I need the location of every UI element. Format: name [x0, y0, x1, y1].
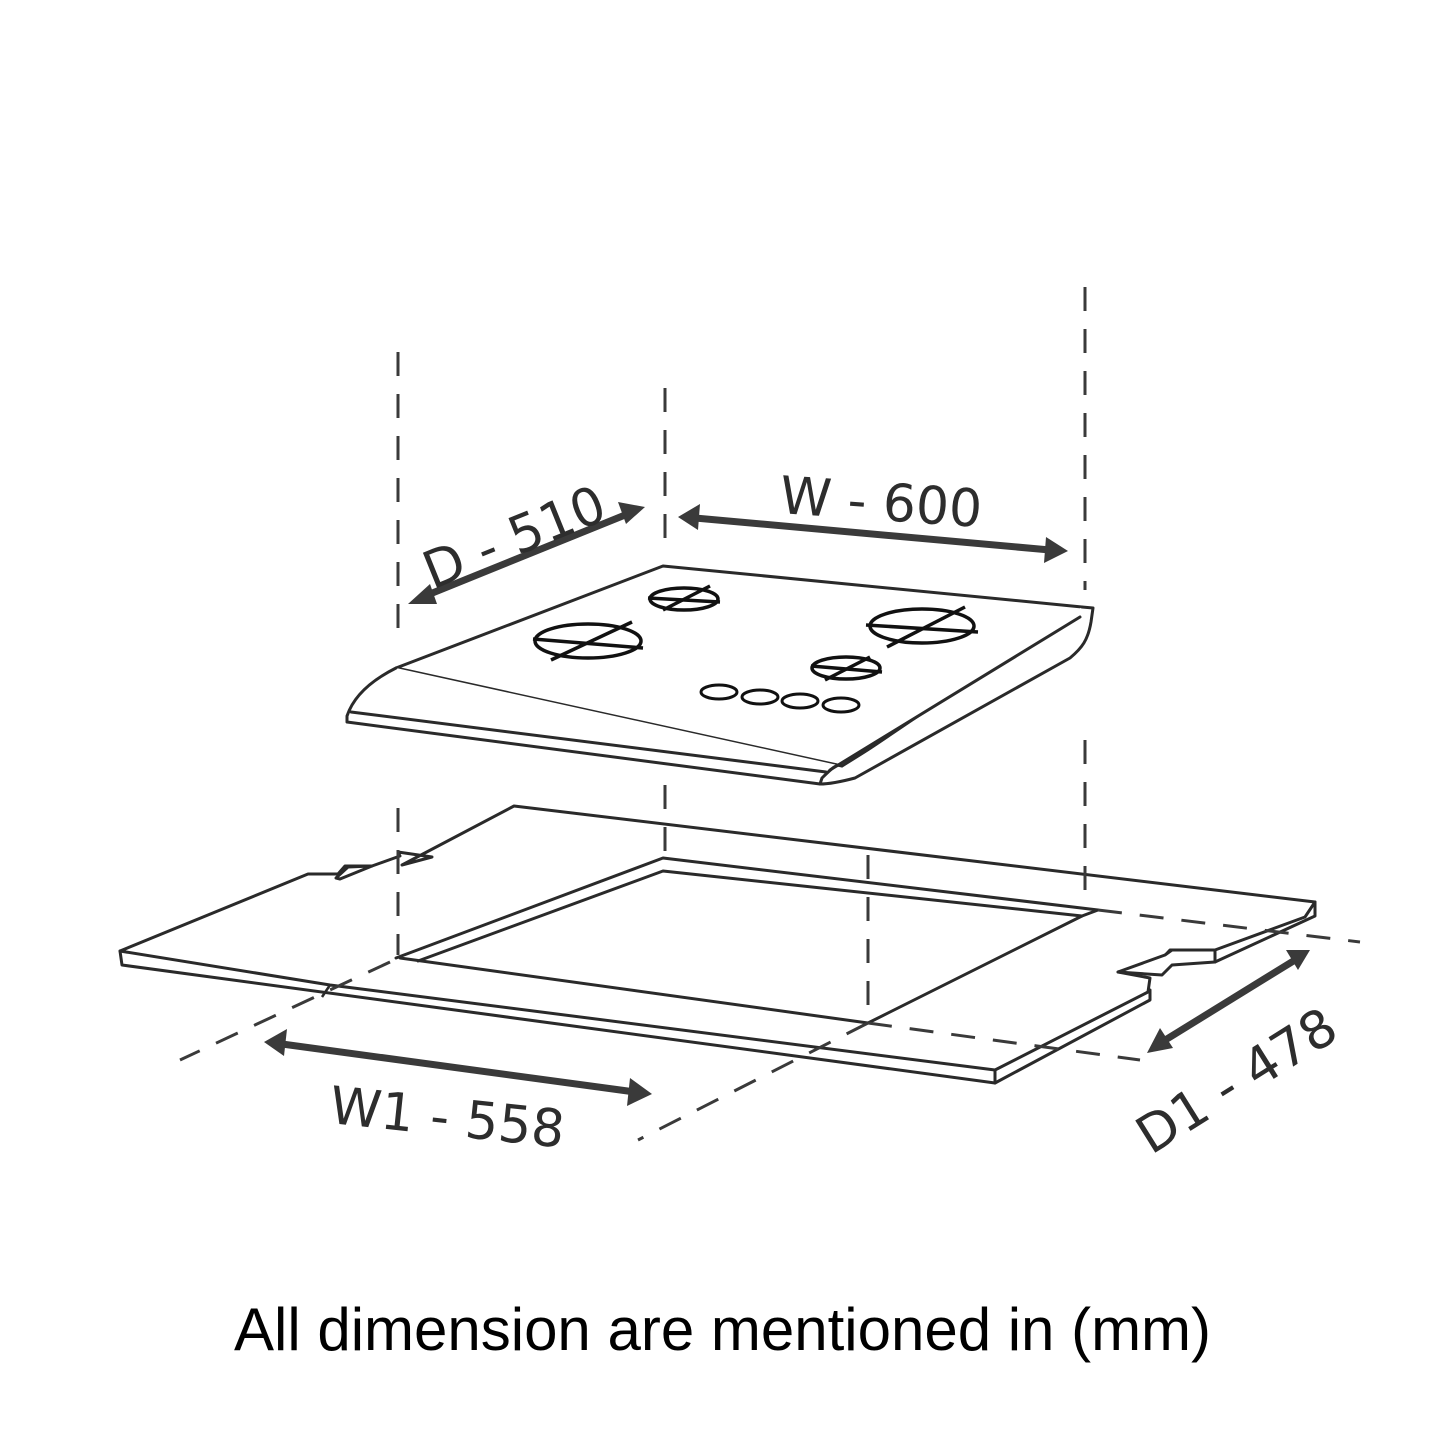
knob-1: [699, 683, 739, 701]
knob-4: [821, 696, 861, 714]
break-mark-right: [1116, 948, 1217, 977]
burner-back-left: [647, 584, 721, 612]
width-arrow: [678, 504, 1068, 563]
control-knobs: [699, 683, 861, 714]
burner-front-left: [532, 620, 644, 662]
hob: [345, 564, 1095, 786]
dimension-arrows: [264, 502, 1310, 1106]
units-caption: All dimension are mentioned in (mm): [233, 1296, 1212, 1363]
burner-front-right: [810, 655, 883, 682]
break-mark-left: [334, 864, 374, 881]
burner-back-right: [865, 605, 979, 649]
countertop: [118, 804, 1317, 1085]
knob-3: [780, 692, 820, 710]
width-label: W - 600: [777, 466, 985, 541]
countertop-top-surface: [118, 804, 1317, 1072]
cutout-width-arrow: [264, 1029, 652, 1106]
cutout-outer: [394, 856, 1100, 960]
projection-lines: [179, 287, 1361, 1142]
countertop-side-edge: [993, 988, 1152, 1085]
countertop-front-edge: [118, 949, 997, 1085]
knob-2: [740, 688, 780, 706]
depth-arrow: [408, 502, 645, 604]
cutout-depth-arrow: [1147, 950, 1310, 1053]
